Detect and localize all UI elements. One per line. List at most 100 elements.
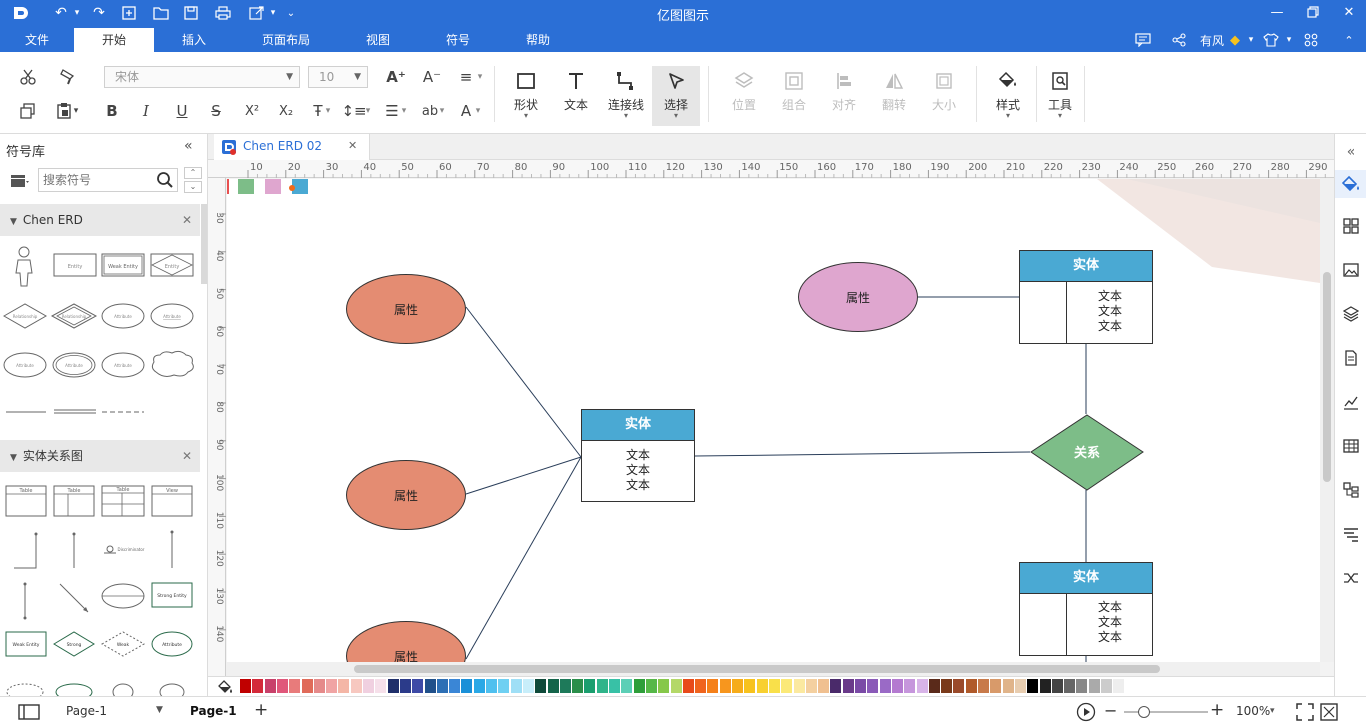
- entity-table[interactable]: 实体 文本 文本 文本: [581, 409, 695, 502]
- palette-swatch[interactable]: [1051, 679, 1063, 693]
- palette-swatch[interactable]: [375, 679, 387, 693]
- play-presentation-icon[interactable]: [1076, 702, 1096, 722]
- size-button[interactable]: 大小: [920, 66, 968, 126]
- zoom-slider-handle[interactable]: [1138, 706, 1150, 718]
- palette-swatch[interactable]: [744, 679, 756, 693]
- color-swatch-pink[interactable]: [265, 179, 281, 194]
- connector-attr2-entity[interactable]: [465, 456, 582, 495]
- shape-button[interactable]: 形状 ▾: [502, 66, 550, 126]
- palette-swatch[interactable]: [879, 679, 891, 693]
- palette-swatch[interactable]: [805, 679, 817, 693]
- palette-swatch[interactable]: [547, 679, 559, 693]
- subscript-icon[interactable]: X₂: [278, 103, 294, 119]
- palette-swatch[interactable]: [1002, 679, 1014, 693]
- strikethrough-icon[interactable]: S: [211, 102, 221, 120]
- horizontal-scrollbar[interactable]: [226, 662, 1320, 676]
- vertical-scrollbar[interactable]: [1320, 178, 1334, 662]
- palette-swatch[interactable]: [449, 679, 461, 693]
- palette-swatch[interactable]: [682, 679, 694, 693]
- fit-to-window-icon[interactable]: [1296, 703, 1314, 721]
- organization-icon[interactable]: [1339, 478, 1363, 502]
- shape-weak-relationship[interactable]: Weak: [100, 631, 146, 657]
- palette-swatch[interactable]: [313, 679, 325, 693]
- shape-identifying-relationship[interactable]: Relationship: [50, 303, 98, 329]
- palette-swatch[interactable]: [990, 679, 1002, 693]
- shape-table[interactable]: Table: [5, 485, 47, 517]
- increase-font-icon[interactable]: A⁺: [386, 68, 406, 86]
- palette-swatch[interactable]: [498, 679, 510, 693]
- paragraph-align-dropdown-icon[interactable]: ▾: [477, 72, 483, 82]
- horizontal-scrollbar-thumb[interactable]: [354, 665, 1160, 673]
- palette-swatch[interactable]: [978, 679, 989, 693]
- connector-button[interactable]: 连接线 ▾: [600, 66, 652, 126]
- group-button[interactable]: 组合: [770, 66, 818, 126]
- palette-swatch[interactable]: [387, 679, 399, 693]
- palette-swatch[interactable]: [264, 679, 276, 693]
- print-icon[interactable]: [212, 3, 234, 23]
- palette-swatch[interactable]: [904, 679, 916, 693]
- shape-strong-entity[interactable]: Strong Entity: [151, 582, 193, 608]
- scroll-down-button[interactable]: ⌄: [184, 181, 202, 193]
- apps-grid-icon[interactable]: [1300, 30, 1322, 50]
- palette-swatch[interactable]: [1076, 679, 1088, 693]
- menu-tab-view[interactable]: 视图: [365, 33, 390, 47]
- shape-person-icon[interactable]: [15, 246, 33, 287]
- save-icon[interactable]: [180, 3, 202, 23]
- relationship-diamond[interactable]: 关系: [1030, 414, 1144, 492]
- palette-swatch[interactable]: [240, 679, 251, 693]
- shuffle-icon[interactable]: [1339, 566, 1363, 590]
- palette-swatch[interactable]: [1039, 679, 1051, 693]
- flip-button[interactable]: 翻转: [870, 66, 918, 126]
- left-panel-scrollbar[interactable]: [201, 204, 207, 284]
- palette-swatch[interactable]: [633, 679, 645, 693]
- palette-swatch[interactable]: [867, 679, 879, 693]
- close-section-icon[interactable]: ✕: [181, 213, 192, 227]
- zoom-out-icon[interactable]: −: [1104, 701, 1118, 720]
- palette-swatch[interactable]: [535, 679, 547, 693]
- palette-swatch[interactable]: [891, 679, 903, 693]
- palette-swatch[interactable]: [732, 679, 743, 693]
- export-dropdown-icon[interactable]: ▾: [270, 8, 276, 18]
- select-button[interactable]: 选择 ▾: [652, 66, 700, 126]
- palette-swatch[interactable]: [399, 679, 411, 693]
- theme-dropdown-icon[interactable]: ▾: [1286, 35, 1292, 45]
- library-section-entity-relationship[interactable]: ▼实体关系图 ✕: [0, 440, 200, 472]
- shape-weak-entity[interactable]: Weak Entity: [101, 253, 145, 277]
- shape-weak-key-attribute[interactable]: Attribute: [3, 352, 47, 378]
- shape-associative-entity[interactable]: Entity: [150, 253, 194, 277]
- restore-window-icon[interactable]: [1300, 2, 1326, 22]
- menu-tab-home[interactable]: 开始: [74, 28, 154, 52]
- paste-icon[interactable]: [52, 100, 76, 122]
- palette-swatch[interactable]: [301, 679, 313, 693]
- close-window-icon[interactable]: ✕: [1343, 4, 1355, 20]
- collapse-right-panel-icon[interactable]: «: [1346, 144, 1356, 160]
- undo-dropdown-icon[interactable]: ▾: [74, 8, 80, 18]
- text-button[interactable]: 文本: [552, 66, 600, 126]
- palette-swatch[interactable]: [695, 679, 707, 693]
- search-box[interactable]: [38, 168, 178, 192]
- connector-entity-relation[interactable]: [694, 451, 1031, 457]
- palette-swatch[interactable]: [596, 679, 608, 693]
- theme-shirt-icon[interactable]: [1260, 30, 1282, 50]
- palette-swatch[interactable]: [1014, 679, 1026, 693]
- customize-quick-access-icon[interactable]: ⌄: [286, 7, 296, 19]
- line-spacing-dropdown-icon[interactable]: ▾: [365, 106, 371, 116]
- underline-icon[interactable]: U: [176, 102, 188, 120]
- palette-swatch[interactable]: [510, 679, 522, 693]
- palette-swatch[interactable]: [461, 679, 473, 693]
- zoom-slider[interactable]: [1124, 706, 1208, 718]
- palette-swatch[interactable]: [818, 679, 830, 693]
- palette-swatch[interactable]: [645, 679, 657, 693]
- shape-table-grid[interactable]: Table: [101, 485, 145, 517]
- bold-icon[interactable]: B: [106, 102, 118, 120]
- palette-swatch[interactable]: [424, 679, 436, 693]
- palette-swatch[interactable]: [326, 679, 338, 693]
- palette-swatch[interactable]: [670, 679, 682, 693]
- style-button[interactable]: 样式 ▾: [984, 66, 1032, 126]
- palette-swatch[interactable]: [1088, 679, 1100, 693]
- text-case-icon[interactable]: ab: [421, 103, 439, 119]
- fill-style-icon[interactable]: [1335, 170, 1366, 198]
- shape-view[interactable]: View: [151, 485, 193, 517]
- menu-tab-file[interactable]: 文件: [24, 33, 49, 47]
- collapse-ribbon-icon[interactable]: ⌃: [1344, 33, 1354, 47]
